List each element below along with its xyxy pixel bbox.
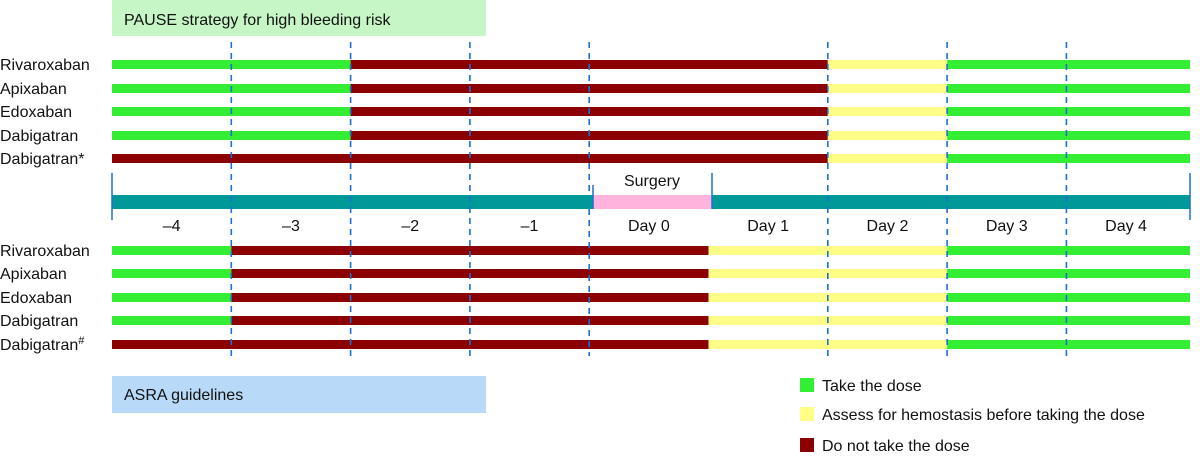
dose-segment-take xyxy=(947,60,1190,69)
drug-label: Apixaban xyxy=(0,266,67,283)
dose-segment-take xyxy=(112,316,232,325)
dose-segment-assess xyxy=(827,107,948,116)
day-label: –2 xyxy=(401,218,419,235)
day-dividers xyxy=(230,42,1068,356)
dose-segment-no-take xyxy=(112,154,828,163)
pause-rows: RivaroxabanApixabanEdoxabanDabigatranDab… xyxy=(0,57,1190,168)
drug-label: Edoxaban xyxy=(0,290,72,307)
surgery-day-bar xyxy=(593,195,712,209)
day-label: Day 0 xyxy=(628,218,670,235)
dose-segment-no-take xyxy=(231,246,709,255)
asra-guidelines-box: ASRA guidelines xyxy=(112,376,486,413)
dose-segment-take xyxy=(947,316,1190,325)
dose-segment-take xyxy=(112,246,232,255)
asra-rows: RivaroxabanApixabanEdoxabanDabigatranDab… xyxy=(0,243,1190,354)
dose-segment-take xyxy=(112,293,232,302)
dose-segment-take xyxy=(947,107,1190,116)
drug-label: Edoxaban xyxy=(0,104,72,121)
dose-segment-take xyxy=(947,340,1190,349)
day-label: –1 xyxy=(521,218,539,235)
drug-label: Rivaroxaban xyxy=(0,57,90,74)
dose-row: Edoxaban xyxy=(0,104,1190,121)
legend-swatch-assess xyxy=(800,407,814,421)
legend-label: Assess for hemostasis before taking the … xyxy=(822,407,1145,424)
dose-segment-assess xyxy=(827,154,948,163)
drug-label: Dabigatran* xyxy=(0,151,85,168)
dose-segment-take xyxy=(947,293,1190,302)
dose-segment-take xyxy=(112,269,232,278)
dose-segment-assess xyxy=(827,84,948,93)
drug-label: Apixaban xyxy=(0,81,67,98)
day-label: –3 xyxy=(282,218,300,235)
day-label: Day 1 xyxy=(747,218,789,235)
dose-row: Dabigatran# xyxy=(0,335,1190,354)
pause-box-background xyxy=(112,0,486,36)
day-label: Day 2 xyxy=(867,218,909,235)
asra-title: ASRA guidelines xyxy=(124,387,243,404)
dose-segment-assess xyxy=(708,246,948,255)
dose-segment-take xyxy=(947,131,1190,140)
day-label: Day 3 xyxy=(986,218,1028,235)
legend-swatch-no-take xyxy=(800,438,814,452)
asra-box-background xyxy=(112,376,486,413)
timeline: Surgery xyxy=(111,173,1191,220)
dose-segment-take xyxy=(947,269,1190,278)
legend-label: Do not take the dose xyxy=(822,438,970,455)
day-label: –4 xyxy=(163,218,181,235)
dose-segment-take xyxy=(947,84,1190,93)
drug-label: Dabigatran xyxy=(0,128,78,145)
surgery-label: Surgery xyxy=(624,173,680,190)
dose-row: Edoxaban xyxy=(0,290,1190,307)
dose-segment-take xyxy=(947,154,1190,163)
timeline-bar-after-surgery xyxy=(712,195,1190,209)
dose-row: Rivaroxaban xyxy=(0,57,1190,74)
drug-label: Dabigatran xyxy=(0,313,78,330)
drug-label: Dabigatran# xyxy=(0,335,85,354)
pause-strategy-box: PAUSE strategy for high bleeding risk xyxy=(112,0,486,36)
dose-row: Rivaroxaban xyxy=(0,243,1190,260)
dose-row: Dabigatran* xyxy=(0,151,1190,168)
legend-swatch-take xyxy=(800,378,814,392)
dose-segment-take xyxy=(947,246,1190,255)
drug-label: Rivaroxaban xyxy=(0,243,90,260)
dose-row: Dabigatran xyxy=(0,313,1190,330)
dose-segment-assess xyxy=(827,131,948,140)
dose-row: Dabigatran xyxy=(0,128,1190,145)
dose-segment-no-take xyxy=(112,340,709,349)
drug-label-superscript: # xyxy=(78,335,85,347)
dose-row: Apixaban xyxy=(0,266,1190,283)
pause-title: PAUSE strategy for high bleeding risk xyxy=(124,12,392,29)
day-labels: –4 –3 –2 –1 Day 0 Day 1 Day 2 Day 3 Day 4 xyxy=(163,218,1147,235)
legend-label: Take the dose xyxy=(822,378,922,395)
day-label: Day 4 xyxy=(1105,218,1147,235)
dose-segment-assess xyxy=(827,60,948,69)
timeline-bar-before-surgery xyxy=(112,195,593,209)
dose-row: Apixaban xyxy=(0,81,1190,98)
